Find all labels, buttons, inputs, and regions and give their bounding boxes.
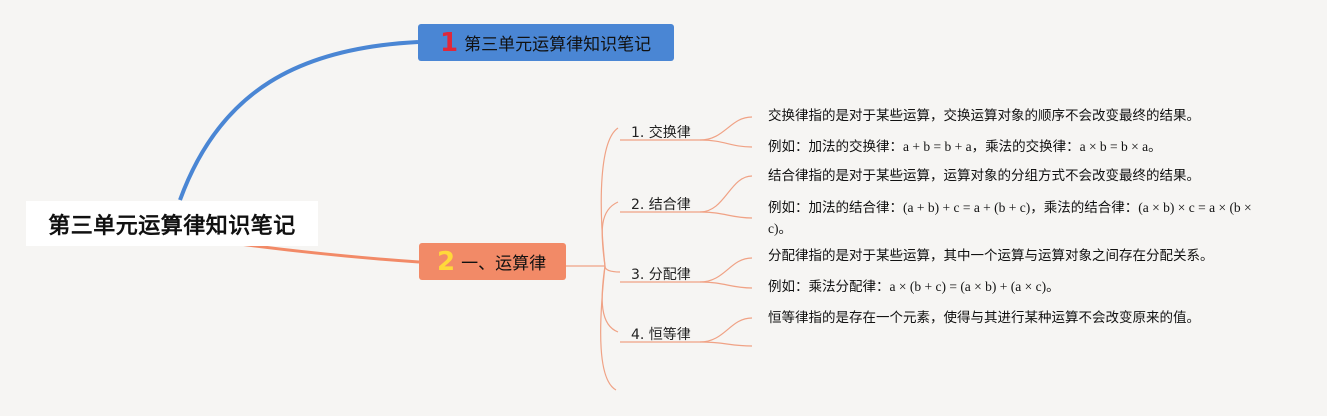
law-node-identity[interactable]: 4. 恒等律 <box>631 327 691 343</box>
topic-label-1: 第三单元运算律知识笔记 <box>464 35 652 55</box>
topic-number-2: 2 <box>437 246 456 277</box>
topic-label-2: 一、运算律 <box>461 254 547 274</box>
law-node-associative[interactable]: 2. 结合律 <box>631 197 691 213</box>
topic-node-1[interactable]: 1 第三单元运算律知识笔记 <box>418 24 674 61</box>
note-associative-definition[interactable]: 结合律指的是对于某些运算，运算对象的分组方式不会改变最终的结果。 <box>768 168 1200 184</box>
law-node-commutative[interactable]: 1. 交换律 <box>631 125 691 141</box>
note-commutative-example[interactable]: 例如：加法的交换律：a + b = b + a，乘法的交换律：a × b = b… <box>768 139 1162 154</box>
note-associative-example[interactable]: 例如：加法的结合律：(a + b) + c = a + (b + c)，乘法的结… <box>768 200 1252 236</box>
topic-node-2[interactable]: 2 一、运算律 <box>419 243 566 280</box>
law-node-distributive[interactable]: 3. 分配律 <box>631 267 691 283</box>
note-identity-definition[interactable]: 恒等律指的是存在一个元素，使得与其进行某种运算不会改变原来的值。 <box>768 310 1200 326</box>
note-distributive-definition[interactable]: 分配律指的是对于某些运算，其中一个运算与运算对象之间存在分配关系。 <box>768 248 1214 264</box>
note-commutative-definition[interactable]: 交换律指的是对于某些运算，交换运算对象的顺序不会改变最终的结果。 <box>768 108 1200 124</box>
root-title: 第三单元运算律知识笔记 <box>48 213 296 239</box>
root-node[interactable]: 第三单元运算律知识笔记 <box>26 201 318 246</box>
note-distributive-example[interactable]: 例如：乘法分配律：a × (b + c) = (a × b) + (a × c)… <box>768 279 1060 294</box>
topic-number-1: 1 <box>440 27 459 58</box>
